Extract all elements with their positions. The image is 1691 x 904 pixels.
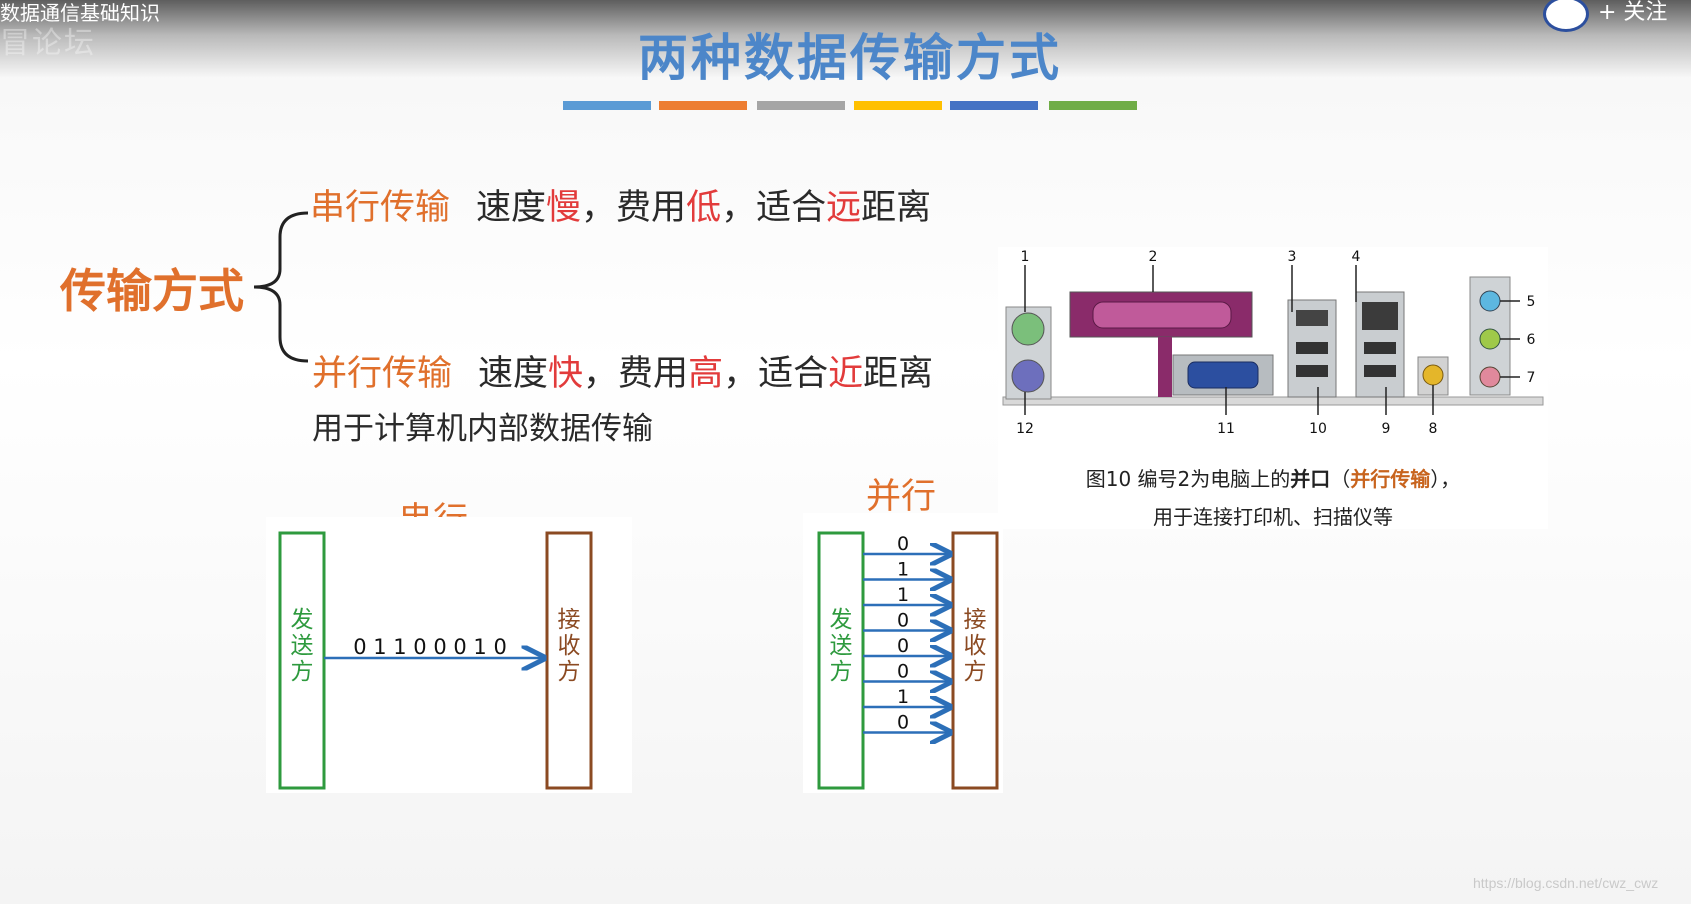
port-number-6: 6 [1527, 332, 1536, 348]
serial-cost-prefix: ，费用 [581, 188, 687, 228]
caption-paren-close: ）， [1430, 467, 1461, 491]
serial-row: 串行传输速度慢，费用低，适合远距离 [310, 179, 931, 230]
caption-prefix: 图10 编号2为电脑上的 [1085, 467, 1291, 491]
parallel-receiver-text: 接收方 [964, 607, 987, 685]
parallel-bit: 1 [897, 584, 909, 606]
serial-receiver-text-char: 收 [558, 633, 581, 659]
port-number-11: 11 [1217, 421, 1235, 437]
color-bar-1 [563, 101, 651, 110]
parallel-receiver-text-char: 方 [964, 659, 987, 685]
parallel-bit: 1 [897, 559, 909, 581]
parallel-receiver-text-char: 接 [964, 607, 987, 633]
parallel-dist-value: 近 [828, 354, 864, 394]
parallel-sender-text-char: 送 [830, 633, 853, 659]
follow-button[interactable]: + 关注 [1598, 0, 1668, 25]
serial-receiver-text: 接收方 [558, 607, 581, 685]
parallel-cost-prefix: ，费用 [583, 354, 689, 394]
parallel-speed-value: 快 [548, 354, 584, 394]
caption-parallel-port: 并口 [1290, 467, 1331, 491]
slide-title: 两种数据传输方式 [638, 29, 1062, 87]
forum-watermark: 冒论坛 [0, 26, 96, 61]
channel-avatar-icon[interactable] [1543, 0, 1589, 32]
port-number-7: 7 [1527, 370, 1536, 386]
port-number-2: 2 [1149, 249, 1158, 265]
color-bar-6 [1049, 101, 1137, 110]
parallel-diagram-label: 并行 [866, 477, 937, 517]
port-number-5: 5 [1527, 294, 1536, 310]
serial-sender-text-char: 送 [291, 633, 314, 659]
serial-sender-text-char: 方 [291, 659, 314, 685]
serial-sender-box [278, 531, 326, 790]
caption-parallel-transmission: 并行传输 [1350, 467, 1431, 491]
parallel-sender-text: 发送方 [830, 607, 853, 685]
serial-name: 串行传输 [310, 188, 451, 228]
serial-receiver-text-char: 方 [558, 659, 581, 685]
serial-dist-prefix: ，适合 [721, 188, 827, 228]
port-number-10: 10 [1309, 421, 1327, 437]
port-number-4: 4 [1352, 249, 1361, 265]
color-bar-4 [854, 101, 942, 110]
parallel-usage-note: 用于计算机内部数据传输 [312, 411, 653, 447]
parallel-sender-text-char: 发 [830, 607, 853, 633]
color-bar-2 [659, 101, 747, 110]
video-title: 数据通信基础知识 [0, 1, 160, 25]
parallel-arrow-group: 0 1 1 0 0 0 1 0 [863, 533, 950, 734]
serial-cost-value: 低 [686, 188, 722, 228]
parallel-bit: 0 [897, 712, 909, 734]
parallel-bit: 0 [897, 610, 909, 632]
parallel-sender-text-char: 方 [830, 659, 853, 685]
color-bar-5 [950, 101, 1038, 110]
serial-speed-prefix: 速度 [476, 188, 547, 228]
port-figure-panel: 1 2 3 4 5 6 7 8 9 10 11 12 [998, 247, 1548, 529]
port-figure-caption-line1: 图10 编号2为电脑上的并口（并行传输）， [1000, 463, 1546, 492]
serial-dist-value: 远 [826, 188, 862, 228]
port-number-8: 8 [1429, 421, 1438, 437]
transmission-method-label: 传输方式 [60, 264, 244, 318]
parallel-dist-prefix: ，适合 [723, 354, 829, 394]
port-number-9: 9 [1382, 421, 1391, 437]
parallel-bit: 1 [897, 686, 909, 708]
parallel-cost-value: 高 [688, 354, 724, 394]
parallel-bit: 0 [897, 661, 909, 683]
parallel-speed-prefix: 速度 [478, 354, 549, 394]
parallel-bit: 0 [897, 635, 909, 657]
serial-sender-text-char: 发 [291, 607, 314, 633]
port-figure-caption-line2: 用于连接打印机、扫描仪等 [1153, 505, 1393, 529]
parallel-dist-suffix: 距离 [863, 354, 934, 394]
color-bar-3 [757, 101, 845, 110]
parallel-receiver-text-char: 收 [964, 633, 987, 659]
parallel-row: 并行传输速度快，费用高，适合近距离 [312, 345, 933, 396]
caption-paren-open: （ [1330, 467, 1351, 491]
serial-sender-text: 发送方 [291, 607, 314, 685]
parallel-receiver-box [951, 531, 999, 790]
serial-receiver-box [545, 531, 593, 790]
port-number-12: 12 [1016, 421, 1034, 437]
serial-receiver-text-char: 接 [558, 607, 581, 633]
parallel-name: 并行传输 [312, 354, 453, 394]
port-number-1: 1 [1021, 249, 1030, 265]
port-number-3: 3 [1288, 249, 1297, 265]
motherboard-ports-image: 1 2 3 4 5 6 7 8 9 10 11 12 [1002, 249, 1544, 437]
serial-bits: 0 1 1 0 0 0 1 0 [353, 635, 507, 659]
curly-brace [253, 211, 309, 363]
blog-url-watermark: https://blog.csdn.net/cwz_cwz [1473, 875, 1659, 891]
port-number-labels: 1 2 3 4 5 6 7 8 9 10 11 12 [1016, 249, 1535, 437]
parallel-bit: 0 [897, 533, 909, 555]
serial-dist-suffix: 距离 [861, 188, 932, 228]
player-top-overlay [0, 0, 1691, 78]
parallel-sender-box [817, 531, 865, 790]
serial-speed-value: 慢 [546, 188, 582, 228]
